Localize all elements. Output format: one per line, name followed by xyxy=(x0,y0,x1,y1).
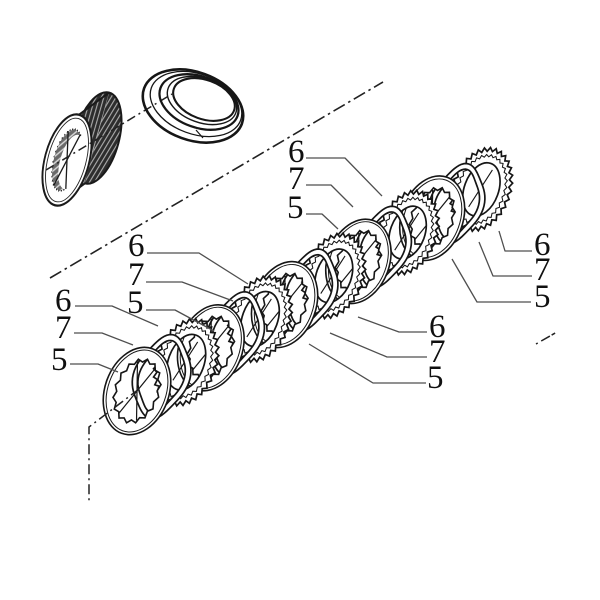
callout-label-lower-middle-5: 5 xyxy=(427,360,444,396)
callout-leader-upper-middle-7 xyxy=(306,184,354,208)
callout-leader-lower-middle-7 xyxy=(329,332,427,358)
bearing-drum-illustration xyxy=(41,91,173,207)
callout-label-right-7: 7 xyxy=(534,252,551,288)
stack-axis-centerline xyxy=(88,388,140,504)
callout-label-lower-middle-6: 6 xyxy=(429,309,446,345)
callout-label-front-left-6: 6 xyxy=(55,283,72,319)
callout-label-front-left-7: 7 xyxy=(55,310,72,346)
callout-label-mid-left-6: 6 xyxy=(128,228,145,264)
callout-leader-mid-left-7 xyxy=(146,281,234,302)
callout-leader-right-6 xyxy=(498,230,532,252)
drum-center-cross xyxy=(65,131,69,189)
disc-stack-illustration xyxy=(102,146,514,436)
callout-leader-upper-middle-5 xyxy=(306,213,339,230)
splined-plate-part5 xyxy=(102,346,172,436)
callout-label-right-6: 6 xyxy=(534,227,551,263)
callout-label-right-5: 5 xyxy=(534,279,551,315)
axis-continuation-mark xyxy=(535,331,558,345)
callout-leader-lower-middle-6 xyxy=(357,316,427,333)
callout-label-front-left-5: 5 xyxy=(51,342,68,378)
callout-leader-upper-middle-6 xyxy=(306,157,383,197)
callout-leader-front-left-6 xyxy=(75,305,159,327)
callout-leader-right-7 xyxy=(478,241,532,277)
callout-leader-front-left-7 xyxy=(74,332,134,346)
callout-leader-lower-middle-5 xyxy=(308,343,426,384)
callout-label-mid-left-7: 7 xyxy=(128,257,145,293)
callout-leader-front-left-5 xyxy=(70,363,119,373)
assembly-axis-centerline xyxy=(49,81,384,279)
seal-ring-illustration xyxy=(141,68,245,144)
callout-label-upper-middle-5: 5 xyxy=(287,190,304,226)
callout-leader-mid-left-6 xyxy=(147,252,249,285)
callout-label-mid-left-5: 5 xyxy=(127,285,144,321)
drum-axis-centerline xyxy=(45,93,173,171)
callout-leader-right-5 xyxy=(451,258,531,303)
callout-label-upper-middle-6: 6 xyxy=(288,134,305,170)
callout-label-upper-middle-7: 7 xyxy=(288,161,305,197)
callout-label-lower-middle-7: 7 xyxy=(429,334,446,370)
callout-leader-mid-left-5 xyxy=(146,309,215,332)
